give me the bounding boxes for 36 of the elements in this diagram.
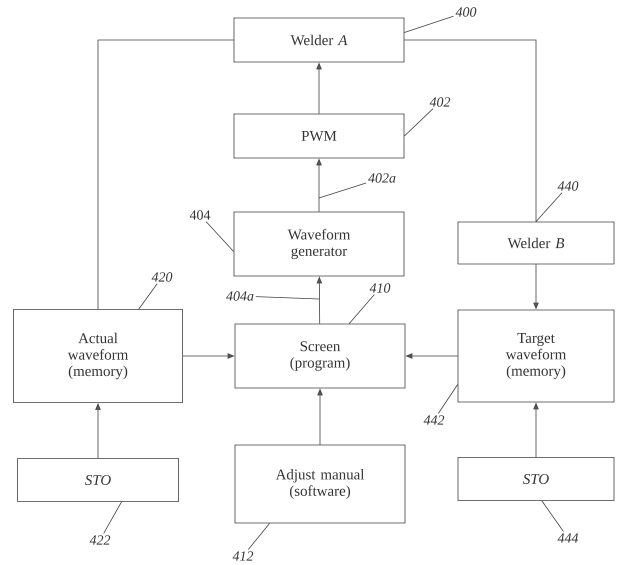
process-box: Adjust manual (software) <box>234 444 406 524</box>
reference-number: 440 <box>558 181 578 191</box>
reference-number: 422 <box>90 535 110 545</box>
reference-number: 402a <box>368 173 396 183</box>
process-box: STO <box>17 458 179 502</box>
reference-number: 420 <box>152 272 172 282</box>
process-box: Welder A <box>234 18 404 62</box>
leader-line <box>248 523 270 550</box>
process-box: Target waveform (memory) <box>458 310 614 402</box>
leader-line <box>348 294 375 324</box>
leader-line <box>103 502 122 534</box>
process-box: STO <box>458 457 614 501</box>
reference-number: 442 <box>424 415 444 425</box>
reference-number: 412 <box>232 551 254 561</box>
leader-line <box>404 108 434 136</box>
reference-number: 400 <box>456 7 476 17</box>
leader-line <box>255 296 320 300</box>
leader-line <box>438 384 458 414</box>
reference-number: 402 <box>430 97 450 107</box>
leader-line <box>404 16 454 33</box>
leader-line <box>318 182 367 198</box>
process-box: Welder B <box>458 222 614 264</box>
process-box: Waveform generator <box>234 212 404 276</box>
reference-number: 404 <box>190 210 210 220</box>
leader-line <box>541 500 564 532</box>
reference-number: 444 <box>558 533 578 543</box>
leader-line <box>138 283 158 310</box>
reference-number: 410 <box>370 283 390 293</box>
connector-line <box>404 40 536 222</box>
process-box: Screen (program) <box>234 324 406 388</box>
leader-line <box>536 192 562 222</box>
process-box: PWM <box>234 114 404 158</box>
reference-number: 404a <box>226 291 254 301</box>
leader-line <box>206 221 234 252</box>
process-box: Actual waveform (memory) <box>13 309 183 403</box>
connector-line <box>98 40 234 310</box>
